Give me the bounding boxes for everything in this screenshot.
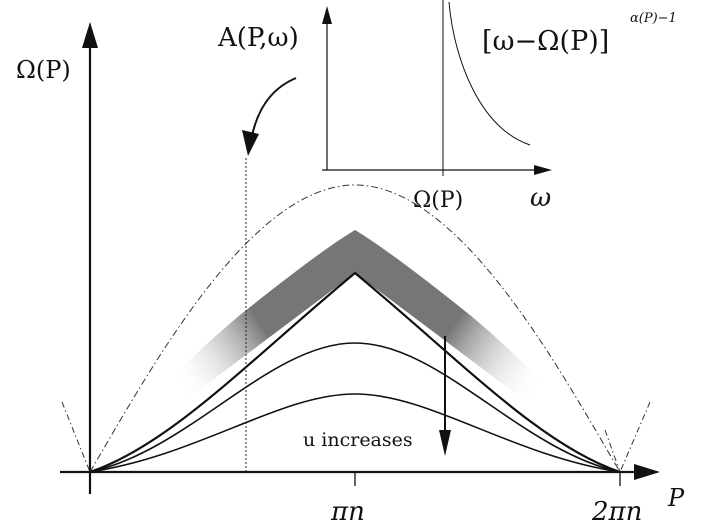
lower-edge-cusp-curve (89, 271, 621, 474)
u-increases-arrowhead (439, 430, 451, 456)
curved-pointer-arrow (251, 77, 297, 137)
curved-pointer-arrowhead (242, 130, 259, 156)
power-law-exponent: α(P)−1 (630, 11, 677, 26)
two-pi-n-label: 2πn (591, 497, 642, 527)
right-extension-dashed (619, 401, 651, 473)
continuum-shade-right (355, 230, 620, 472)
power-law-label: [ω−Ω(P)] (482, 26, 609, 57)
inset-horizontal-arrowhead (534, 165, 552, 175)
inset-omega-p-label: Ω(P) (413, 188, 463, 213)
upper-boundary-curve (89, 184, 621, 473)
p-axis-label: P (667, 484, 685, 512)
p-axis-arrowhead (634, 464, 660, 480)
spectral-function-label: A(P,ω) (217, 23, 299, 53)
right-extension-v (604, 429, 621, 473)
inset-vertical-arrowhead (322, 6, 332, 24)
dispersion-curve-lowest (89, 393, 621, 473)
omega-p-axis-label: Ω(P) (16, 56, 71, 84)
left-extension-dashed (61, 401, 91, 473)
dispersion-curve-middle (89, 342, 621, 473)
continuum-shade-left (90, 230, 355, 472)
u-increases-label: u increases (303, 429, 413, 451)
omega-axis-arrowhead (82, 22, 98, 48)
inset-omega-label: ω (530, 183, 551, 213)
pi-n-label: πn (330, 497, 365, 527)
inset-power-law-curve (448, 1, 531, 146)
